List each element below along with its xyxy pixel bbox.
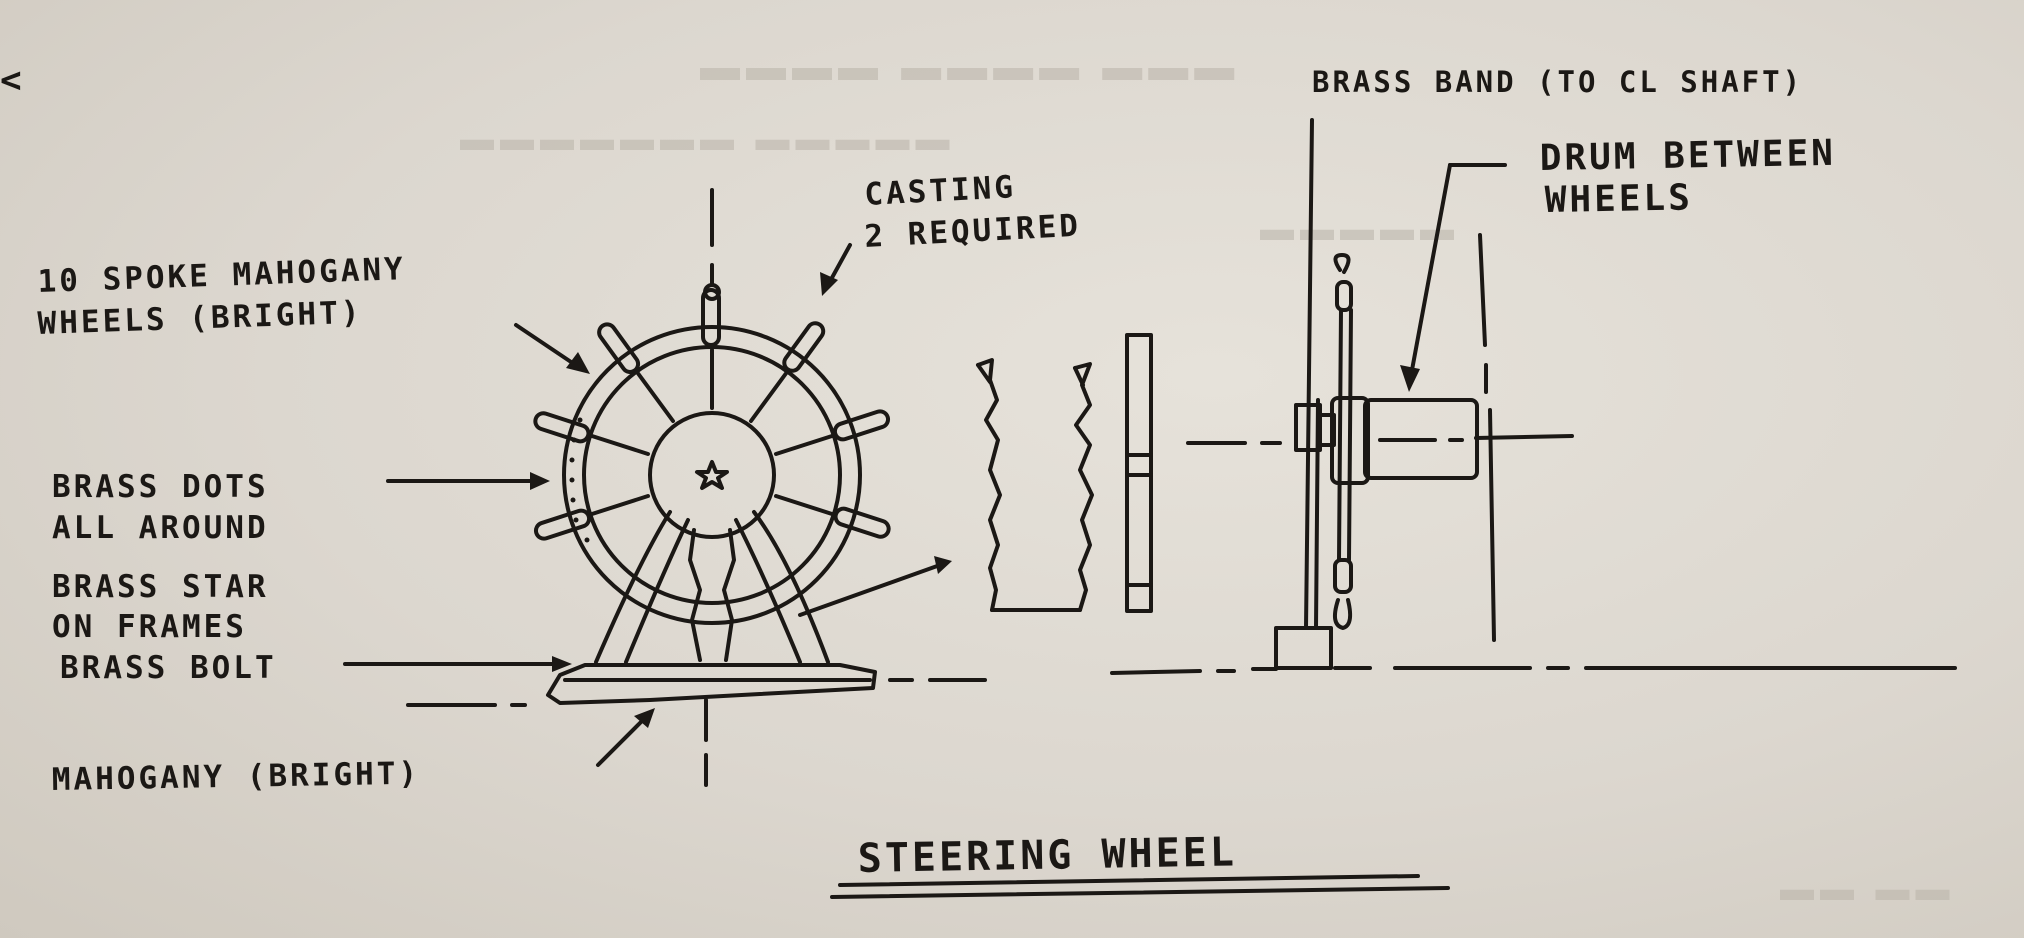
drawing-title: STEERING WHEEL: [830, 829, 1450, 899]
label-brass-star-2: ON FRAMES: [52, 609, 247, 645]
label-spoke-wheels-2: WHEELS (BRIGHT): [37, 295, 363, 342]
leader-arrows: [343, 163, 1507, 767]
bleed-through-text: ▬▬▬▬ ▬▬▬▬ ▬▬▬ ▬▬▬▬▬▬▬ ▬▬▬▬▬ ▬▬▬▬▬ ▬▬ ▬▬: [460, 45, 1955, 908]
ground-center-line: [406, 666, 1957, 707]
brass-star-icon: [695, 460, 729, 490]
wheel-spokes: [590, 348, 834, 516]
wheel-rim-outer: [562, 325, 862, 625]
corner-mark: <: [0, 60, 25, 101]
svg-text:▬▬▬▬ ▬▬▬▬ ▬▬▬: ▬▬▬▬ ▬▬▬▬ ▬▬▬: [700, 45, 1240, 89]
wheel-edge-view: [1125, 333, 1153, 613]
wheel-rim-inner: [582, 345, 842, 605]
wheel-side-profile: [976, 358, 1094, 612]
svg-text:▬▬ ▬▬: ▬▬ ▬▬: [1780, 870, 1955, 908]
label-brass-star-1: BRASS STAR: [52, 569, 269, 605]
brass-dots: [569, 417, 590, 543]
mahogany-base: [546, 663, 877, 705]
wheel-handles: [533, 283, 891, 541]
label-casting-2: 2 REQUIRED: [864, 208, 1082, 255]
label-brass-bolt: BRASS BOLT: [60, 650, 277, 686]
label-drum-2: WHEELS: [1544, 177, 1693, 221]
wheel-hub: [648, 411, 776, 539]
label-brass-band: BRASS BAND (TO CL SHAFT): [1312, 65, 1803, 99]
wheel-front-view: [533, 188, 891, 787]
label-casting-1: CASTING: [864, 169, 1017, 213]
label-brass-dots-2: ALL AROUND: [52, 510, 269, 546]
svg-text:▬▬▬▬▬: ▬▬▬▬▬: [1260, 210, 1460, 248]
label-spoke-wheels-1: 10 SPOKE MAHOGANY: [37, 251, 406, 300]
label-drum-1: DRUM BETWEEN: [1539, 133, 1836, 179]
drum-assembly-side-view: [1186, 118, 1574, 670]
wheel-frame: [594, 510, 830, 664]
svg-text:▬▬▬▬▬▬▬ ▬▬▬▬▬: ▬▬▬▬▬▬▬ ▬▬▬▬▬: [460, 120, 955, 158]
title-text: STEERING WHEEL: [857, 829, 1237, 882]
label-brass-dots-1: BRASS DOTS: [52, 469, 269, 505]
annotations: 10 SPOKE MAHOGANY WHEELS (BRIGHT) CASTIN…: [37, 65, 1836, 798]
label-mahogany: MAHOGANY (BRIGHT): [52, 756, 421, 798]
